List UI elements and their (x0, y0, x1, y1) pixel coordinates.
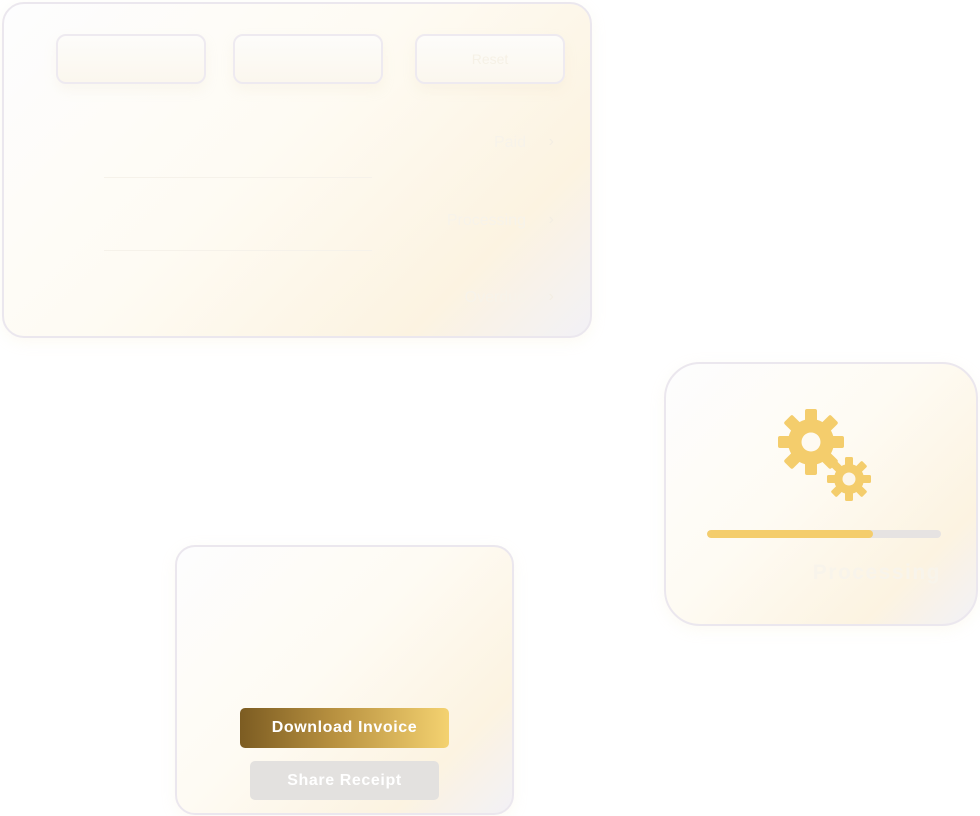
row-status: Processing (446, 212, 526, 229)
row-divider (104, 250, 372, 251)
row-divider (104, 177, 372, 178)
table-row[interactable]: Processing › (4, 202, 594, 242)
progress-bar (707, 530, 941, 538)
processing-label: Processing (812, 561, 941, 584)
gears-icon (778, 409, 871, 501)
row-status: Overdue (464, 289, 526, 306)
payment-summary-card: Download Invoice Share Receipt (175, 545, 514, 815)
share-receipt-button[interactable]: Share Receipt (250, 761, 439, 800)
chevron-right-icon: › (548, 211, 554, 228)
filter-button-2[interactable] (233, 34, 383, 84)
chevron-right-icon: › (548, 288, 554, 305)
invoice-table-card: Reset Paid › Processing › Overdue › (2, 2, 592, 338)
reset-button[interactable]: Reset (415, 34, 565, 84)
table-row[interactable]: Overdue › (4, 279, 594, 319)
progress-fill (707, 530, 874, 538)
chevron-right-icon: › (548, 133, 554, 150)
row-status: Paid (493, 134, 526, 151)
processing-card: Processing (664, 362, 978, 626)
download-invoice-button[interactable]: Download Invoice (240, 708, 449, 748)
table-row[interactable]: Paid › (4, 124, 594, 164)
filter-button-1[interactable] (56, 34, 206, 84)
